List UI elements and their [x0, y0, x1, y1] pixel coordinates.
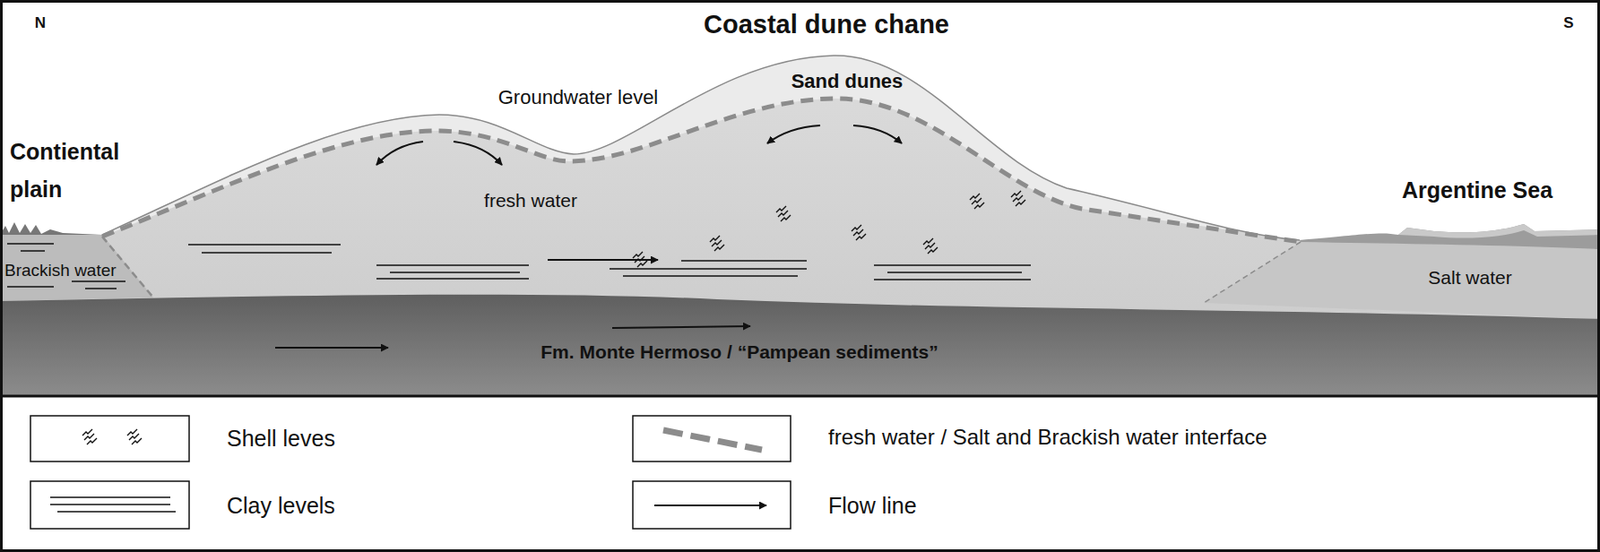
plain-vegetation [0, 222, 103, 235]
legend-text: Flow line [828, 492, 917, 519]
section-label: Sand dunes [791, 69, 904, 94]
section-label: S [1563, 14, 1574, 33]
sea-surface-light [1398, 224, 1600, 239]
dune-body [0, 55, 1600, 397]
section-label: Fm. Monte Hermoso / “Pampean sediments” [540, 340, 938, 364]
section-label: Brackish water [4, 260, 117, 282]
salt-water-zone [1203, 242, 1600, 320]
section-label: Contiental plain [9, 132, 145, 208]
legend-shell-sample [82, 429, 142, 445]
diagram-title: Coastal dune chane [703, 8, 950, 41]
section-label: Groundwater level [498, 86, 659, 110]
base-formation [0, 294, 1600, 397]
section-label: fresh water [484, 189, 578, 212]
section-label: Argentine Sea [1401, 176, 1553, 204]
recharge-arrows [376, 125, 902, 165]
clay-levels [7, 243, 1031, 289]
section-label: Salt water [1427, 266, 1512, 289]
legend-divider [0, 395, 1600, 398]
legend-samples [30, 415, 791, 529]
sea-surface [1299, 224, 1600, 250]
brackish-zone [0, 234, 154, 302]
legend-text: Shell leves [226, 424, 336, 452]
flow-lines [275, 259, 751, 348]
interface-line [102, 98, 1301, 243]
salt-boundary [1203, 242, 1301, 303]
shell-levels [632, 190, 1026, 268]
legend-text: fresh water / Salt and Brackish water in… [828, 424, 1268, 451]
section-label: N [34, 14, 46, 33]
legend-text: Clay levels [226, 492, 336, 519]
